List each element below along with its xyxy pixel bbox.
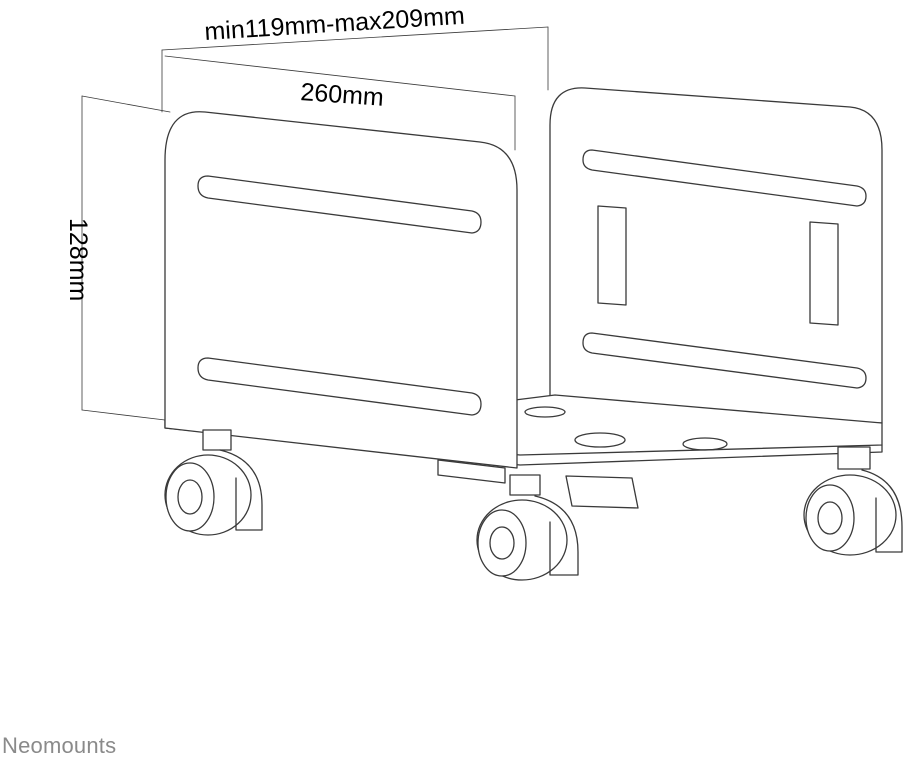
adjustment-clamp [437,459,639,509]
back-side-panel [549,87,883,424]
front-side-panel [164,111,518,469]
height-label: 128mm [64,218,92,301]
caster-wheel-front-left [164,429,263,536]
caster-wheel-front-middle [476,474,579,581]
caster-wheel-back-right [803,446,903,556]
depth-label: 260mm [300,78,385,112]
dimension-lines [81,26,549,421]
brand-logo-text: Neomounts [2,733,117,758]
